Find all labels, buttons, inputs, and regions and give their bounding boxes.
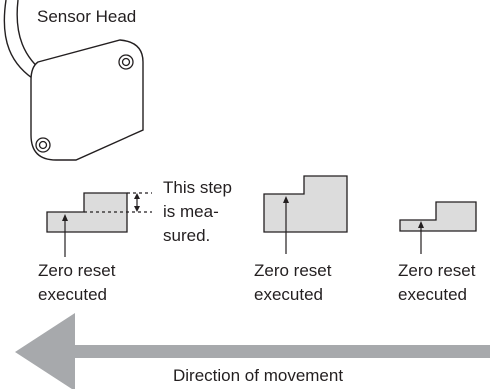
sensor-head [30,39,144,161]
object-1-label-line-1: Zero reset [38,261,116,280]
step-height-arrow [134,193,140,212]
stepped-object-3 [399,201,477,254]
zero-reset-pointer-3 [418,221,424,254]
zero-reset-pointer-2 [283,196,289,254]
measured-step-note: This step is mea- sured. [163,176,263,248]
object-1-label: Zero reset executed [38,259,115,307]
note-line-1: This step [163,178,232,197]
object-1-label-line-2: executed [38,285,107,304]
sensor-head-label: Sensor Head [37,7,137,26]
object-3-label-line-2: executed [398,285,467,304]
stepped-object-1 [46,192,152,257]
direction-arrow [15,313,490,389]
screw-hole-bottom-left [35,137,51,153]
zero-reset-pointer-1 [62,214,68,257]
object-2-label-line-2: executed [254,285,323,304]
object-2-label-line-1: Zero reset [254,261,332,280]
object-3-label: Zero reset executed [398,259,475,307]
note-line-2: is mea- [163,202,219,221]
stepped-object-2 [263,175,348,254]
screw-hole-top-right [118,54,134,70]
object-2-label: Zero reset executed [254,259,331,307]
direction-label: Direction of movement [173,366,344,385]
note-line-3: sured. [163,226,211,245]
object-3-label-line-1: Zero reset [398,261,476,280]
